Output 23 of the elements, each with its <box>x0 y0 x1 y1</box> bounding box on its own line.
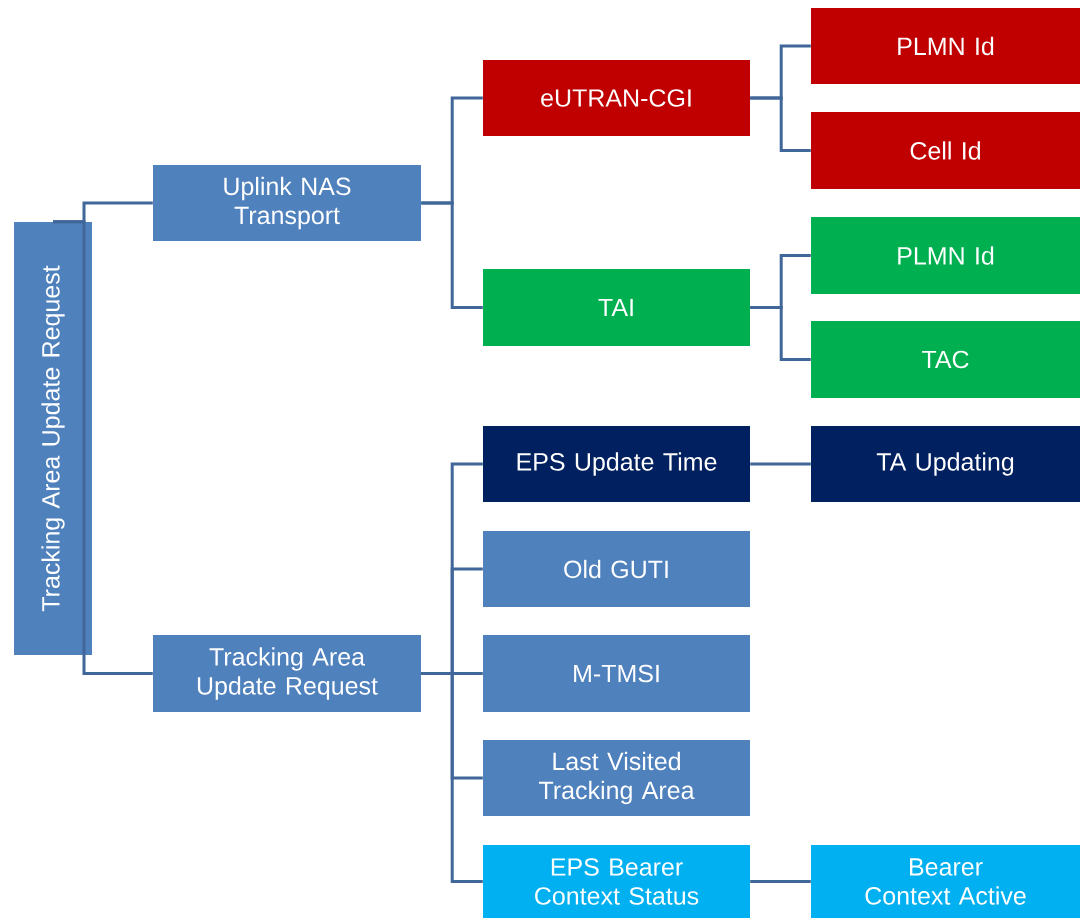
label-box: Tracking Area Update Request <box>153 635 421 712</box>
label-box: Last Visited Tracking Area <box>483 740 750 816</box>
connector-line <box>750 96 811 152</box>
label-box: Uplink NAS Transport <box>153 165 421 241</box>
connector-line <box>750 306 811 361</box>
label-box: M-TMSI <box>483 635 750 712</box>
connector-line <box>421 672 483 883</box>
connector-line <box>421 201 483 309</box>
label-box: EPS Bearer Context Status <box>483 845 750 918</box>
label-box: TA Updating <box>811 426 1080 502</box>
label-box: eUTRAN-CGI <box>483 60 750 136</box>
connector-line <box>750 462 811 466</box>
label-box: TAI <box>483 269 750 346</box>
label-box: PLMN Id <box>811 8 1080 84</box>
label-box: Cell Id <box>811 112 1080 189</box>
label-box: PLMN Id <box>811 217 1080 294</box>
label-box: TAC <box>811 321 1080 398</box>
label-box: Old GUTI <box>483 531 750 607</box>
label-box: EPS Update Time <box>483 426 750 502</box>
label-box: Tracking Area Update Request <box>14 222 92 655</box>
connector-line <box>750 880 811 883</box>
label-box: Bearer Context Active <box>811 845 1080 918</box>
connector-line <box>53 220 153 675</box>
